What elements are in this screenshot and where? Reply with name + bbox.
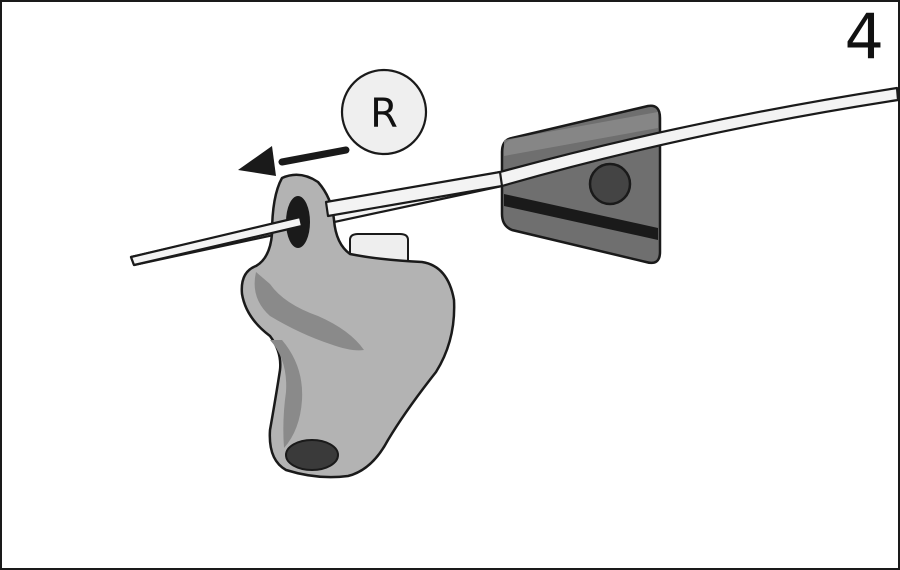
wire-guide-icon bbox=[500, 104, 662, 265]
side-marker: R bbox=[340, 68, 428, 156]
side-marker-label: R bbox=[370, 91, 398, 137]
step-number: 4 bbox=[844, 0, 884, 73]
wire-front-segment bbox=[129, 215, 304, 267]
wire-back-segment bbox=[324, 170, 504, 218]
arrow-left-icon bbox=[238, 146, 350, 176]
